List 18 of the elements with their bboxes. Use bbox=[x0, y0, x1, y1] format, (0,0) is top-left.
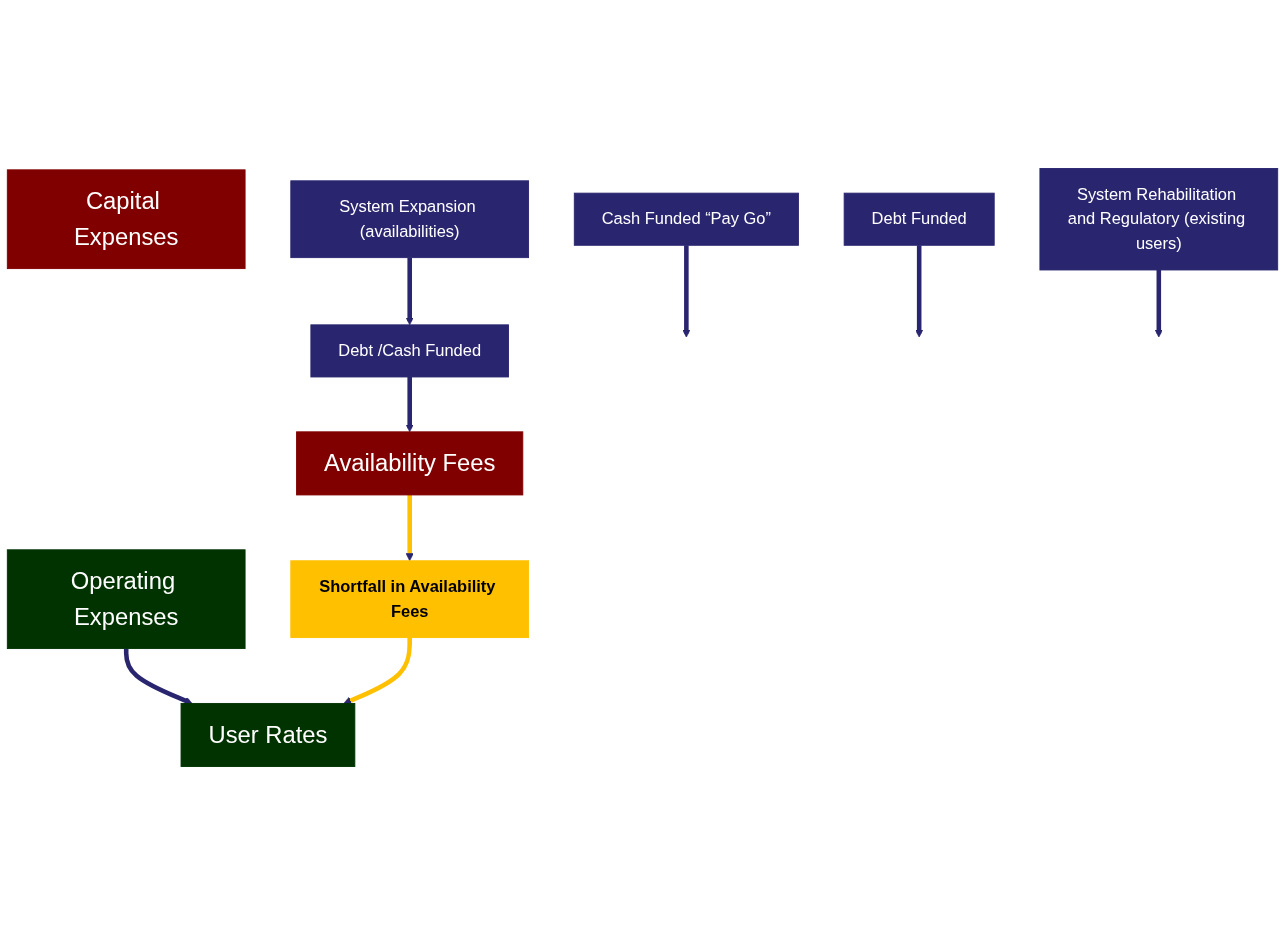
node-box: Operating Expenses bbox=[6, 549, 246, 650]
node-box: Debt Funded bbox=[843, 192, 995, 246]
node-box: User Rates bbox=[180, 703, 356, 767]
node-box: Availability Fees bbox=[296, 431, 524, 496]
node-box: Cash Funded “Pay Go” bbox=[573, 192, 799, 246]
arrow bbox=[1154, 269, 1163, 338]
arrow bbox=[682, 245, 691, 338]
arrow bbox=[915, 245, 924, 338]
arrow bbox=[405, 376, 414, 433]
node-box: Shortfall in Availability Fees bbox=[290, 560, 530, 639]
node-box: System Expansion (availabilities) bbox=[290, 180, 530, 259]
arrow bbox=[123, 648, 193, 705]
node-box: System Rehabilitation and Regulatory (existing users) bbox=[1039, 168, 1279, 271]
arrow bbox=[405, 494, 414, 562]
node-box: Capital Expenses bbox=[6, 169, 246, 270]
arrow bbox=[343, 637, 412, 705]
node-box: Debt /Cash Funded bbox=[310, 324, 509, 378]
arrow bbox=[405, 257, 414, 326]
